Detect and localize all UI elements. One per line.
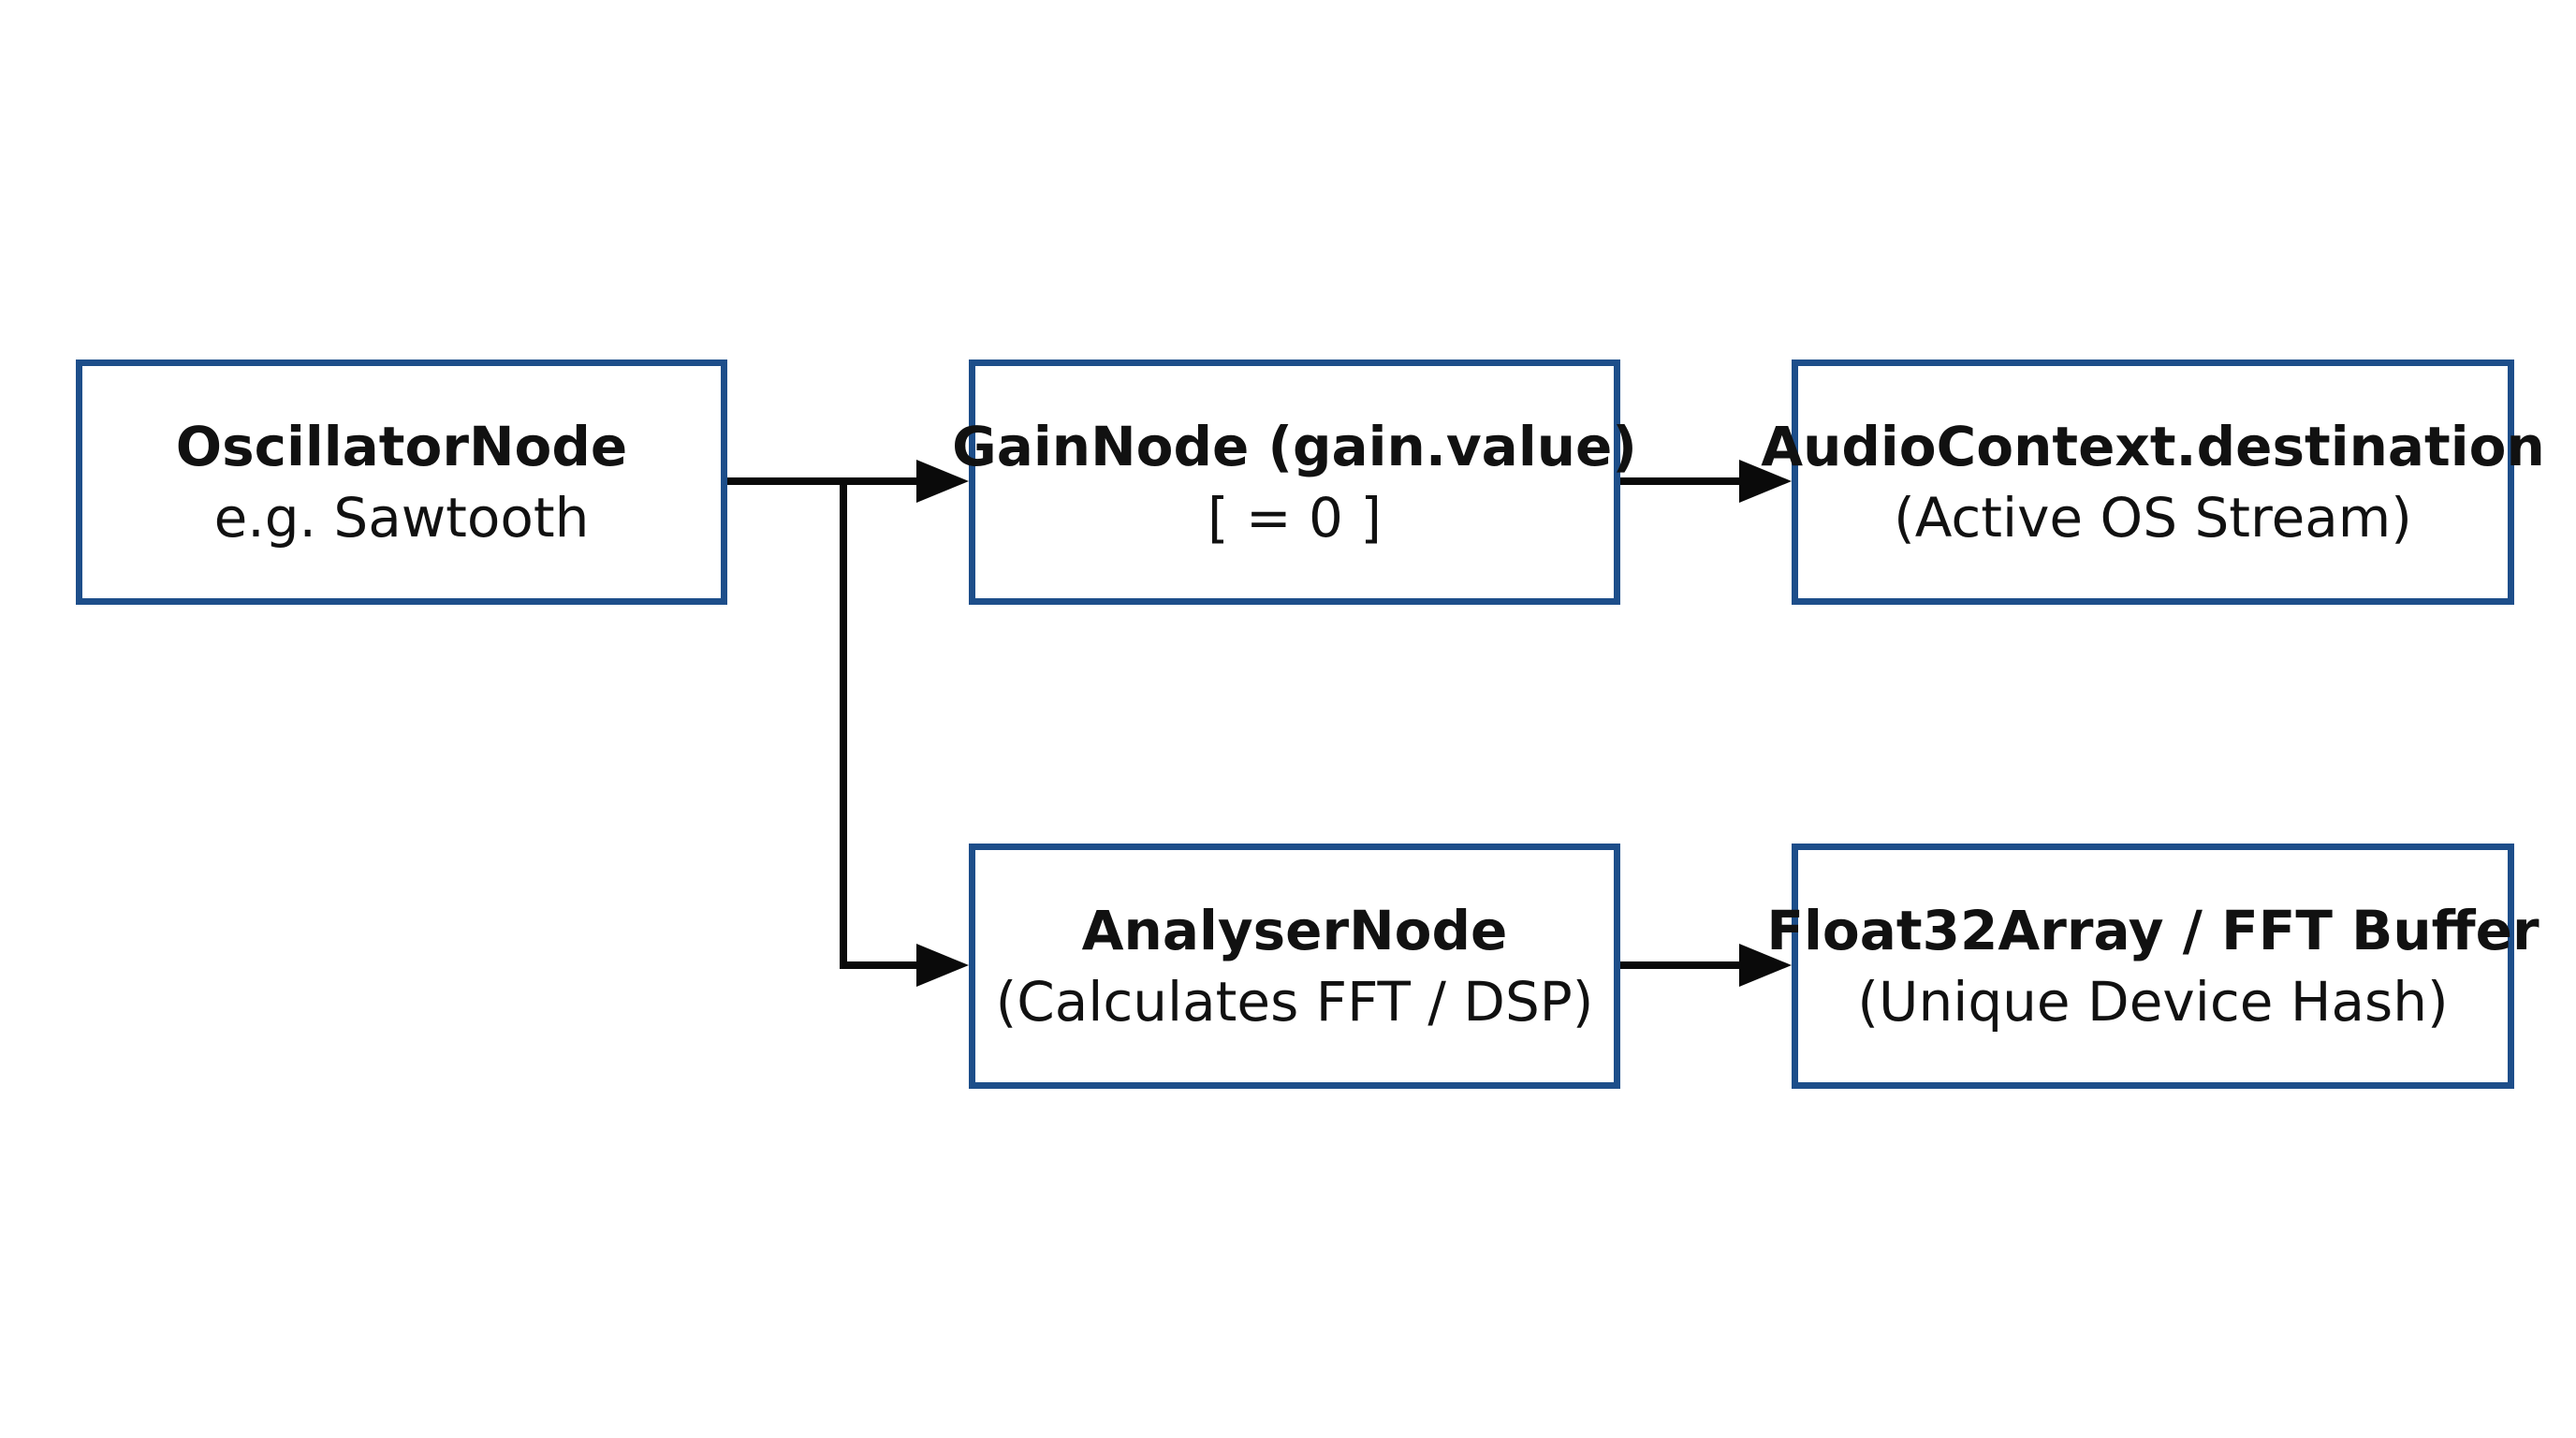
buffer-node-subtitle: (Unique Device Hash) xyxy=(1857,970,2449,1034)
destination-node-title: AudioContext.destination xyxy=(1761,415,2545,478)
oscillator-node-title: OscillatorNode xyxy=(175,415,628,478)
destination-node-box: AudioContext.destination (Active OS Stre… xyxy=(1761,360,2545,605)
gain-node-subtitle: [ = 0 ] xyxy=(1207,486,1383,550)
arrowhead-buffer xyxy=(1739,944,1792,987)
oscillator-node-box: OscillatorNode e.g. Sawtooth xyxy=(76,360,727,605)
arrowhead-gain xyxy=(916,460,969,503)
connector-oscillator-to-analyser xyxy=(840,481,922,969)
buffer-node-title: Float32Array / FFT Buffer xyxy=(1766,899,2539,962)
arrowhead-analyser xyxy=(916,944,969,987)
gain-node-box: GainNode (gain.value) [ = 0 ] xyxy=(952,360,1637,605)
analyser-node-subtitle: (Calculates FFT / DSP) xyxy=(995,970,1594,1034)
oscillator-node-subtitle: e.g. Sawtooth xyxy=(213,486,590,550)
arrowhead-destination xyxy=(1739,460,1792,503)
analyser-node-title: AnalyserNode xyxy=(1081,899,1508,962)
analyser-node-box: AnalyserNode (Calculates FFT / DSP) xyxy=(969,844,1620,1089)
gain-node-title: GainNode (gain.value) xyxy=(952,415,1637,478)
buffer-node-box: Float32Array / FFT Buffer (Unique Device… xyxy=(1766,844,2539,1089)
destination-node-subtitle: (Active OS Stream) xyxy=(1894,486,2412,550)
